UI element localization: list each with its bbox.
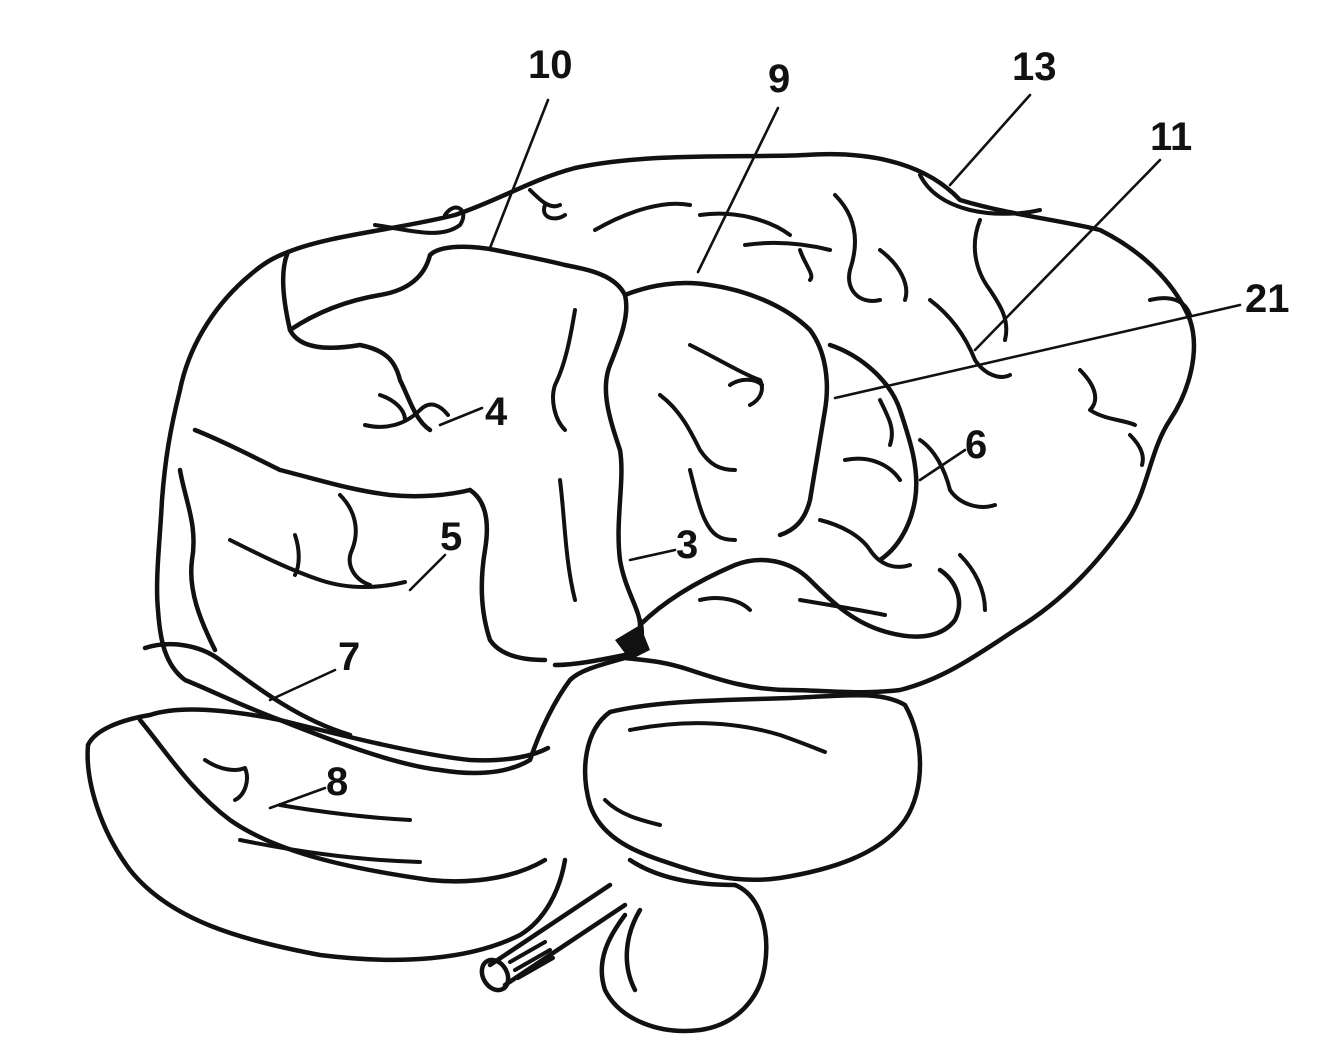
frontal-sulcus-3 bbox=[340, 495, 370, 585]
sulcus-top-1 bbox=[375, 208, 463, 233]
olfactory-lobe-outer bbox=[88, 715, 565, 960]
temporal-lower-sulcus-2 bbox=[800, 600, 885, 615]
temporal-sulcus-1 bbox=[845, 459, 900, 480]
frontal-sulcus-2 bbox=[380, 395, 405, 420]
parietal-gyrus-arc bbox=[625, 283, 827, 535]
leader-8 bbox=[270, 788, 325, 808]
sulcus-top-13 bbox=[1130, 435, 1143, 465]
sulcus-top-6 bbox=[835, 195, 880, 301]
leader-7 bbox=[270, 670, 335, 700]
frontal-pole-ridge bbox=[180, 470, 215, 650]
leader-21 bbox=[835, 305, 1240, 398]
sulcus-top-11 bbox=[1150, 298, 1190, 315]
label-11: 11 bbox=[1150, 115, 1192, 159]
sulcus-top-4 bbox=[700, 214, 790, 235]
cranial-nerve-end bbox=[477, 955, 514, 995]
central-gyrus-outline bbox=[565, 265, 640, 625]
label-4: 4 bbox=[485, 390, 508, 434]
label-8: 8 bbox=[326, 760, 348, 804]
sulcus-top-2 bbox=[530, 190, 565, 218]
temporal-lower-sulcus-1 bbox=[700, 598, 750, 610]
parietal-sulcus-1 bbox=[690, 345, 762, 405]
frontal-gyrus-lower bbox=[195, 430, 470, 496]
cerebellum-folium-2 bbox=[605, 800, 660, 825]
parietal-sulcus-2 bbox=[730, 380, 762, 385]
frontal-sulcus-4 bbox=[230, 540, 405, 587]
parietal-sulcus-6 bbox=[560, 480, 575, 600]
label-13: 13 bbox=[1012, 45, 1057, 89]
leader-3 bbox=[630, 550, 675, 560]
parietal-sulcus-3 bbox=[660, 395, 735, 470]
leader-5 bbox=[410, 555, 445, 590]
frontal-sulcus-1 bbox=[365, 405, 448, 427]
label-9: 9 bbox=[768, 57, 790, 101]
leader-9 bbox=[698, 108, 778, 272]
label-5: 5 bbox=[440, 515, 462, 559]
cranial-nerve bbox=[490, 885, 625, 985]
frontal-sulcus-5 bbox=[295, 535, 299, 575]
olfactory-sulcus-2 bbox=[280, 805, 410, 820]
label-3: 3 bbox=[676, 523, 698, 567]
sulcus-top-3 bbox=[595, 204, 690, 230]
label-6: 6 bbox=[965, 423, 987, 467]
frontal-gyrus-box bbox=[290, 247, 565, 330]
label-10: 10 bbox=[528, 43, 573, 87]
label-21: 21 bbox=[1245, 277, 1290, 321]
parietal-sulcus-4 bbox=[553, 310, 575, 430]
central-gyrus-inner bbox=[470, 490, 545, 660]
sulcus-top-10 bbox=[930, 300, 1010, 377]
cerebellum-folium-1 bbox=[630, 723, 825, 752]
sulcus-top-5 bbox=[745, 243, 830, 280]
olfactory-sulcus-1 bbox=[240, 840, 420, 862]
leader-6 bbox=[920, 450, 965, 480]
leader-13 bbox=[950, 95, 1030, 185]
olfactory-sulcus-3 bbox=[205, 760, 247, 800]
sulcus-top-12 bbox=[1080, 370, 1135, 425]
frontal-gyrus-upper bbox=[283, 252, 430, 430]
pons-curve bbox=[627, 910, 640, 990]
label-7: 7 bbox=[338, 635, 360, 679]
temporal-sulcus-4 bbox=[960, 555, 985, 610]
temporal-gyrus-lower bbox=[145, 644, 350, 735]
cerebellum-outline bbox=[585, 695, 920, 880]
temporal-sulcus-3 bbox=[880, 400, 892, 445]
leader-11 bbox=[975, 160, 1160, 350]
sulcus-top-7 bbox=[880, 250, 906, 300]
leader-10 bbox=[490, 100, 548, 248]
